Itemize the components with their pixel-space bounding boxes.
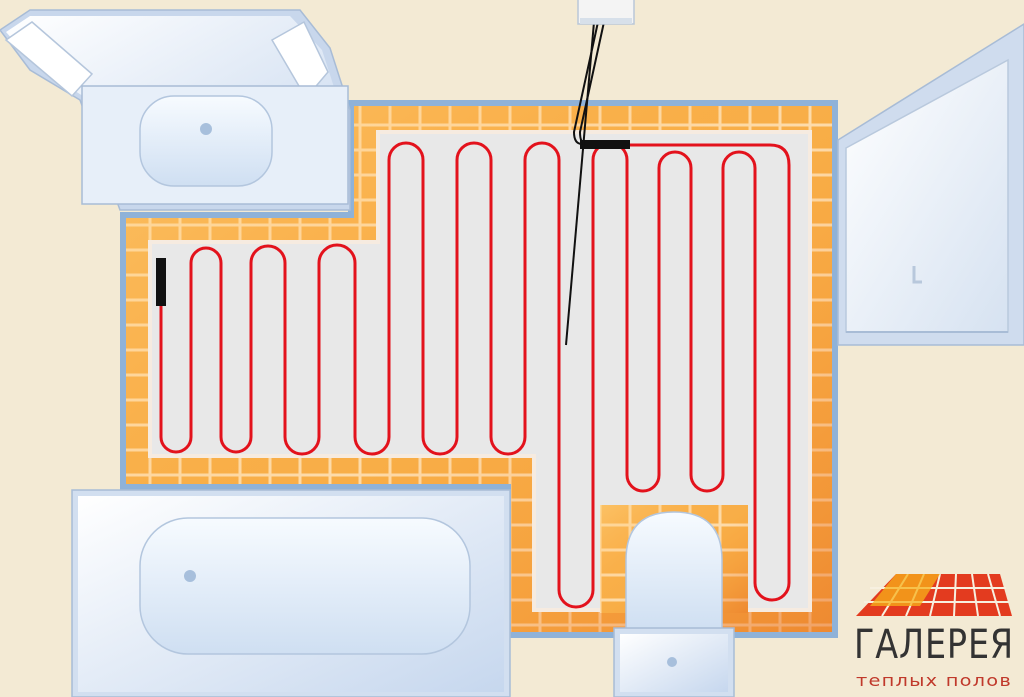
logo-subtitle: теплых полов xyxy=(856,671,1012,690)
power-lead xyxy=(572,21,599,145)
thermostat-icon xyxy=(577,0,635,25)
logo-tile-icon xyxy=(856,573,1012,617)
cable-end-coupling-top xyxy=(580,140,630,149)
power-lead-2 xyxy=(578,21,605,145)
cable-end-coupling-left xyxy=(156,258,166,306)
heating-cable xyxy=(159,141,791,609)
toilet-icon xyxy=(613,511,735,697)
bathtub-icon xyxy=(71,489,511,697)
sink-icon xyxy=(0,9,351,211)
logo-title: ГАЛЕРЕЯ xyxy=(854,622,1014,668)
brand-logo: ГАЛЕРЕЯ теплых полов xyxy=(854,573,1014,690)
window-icon xyxy=(837,23,1024,346)
sensor-wire xyxy=(565,21,595,346)
